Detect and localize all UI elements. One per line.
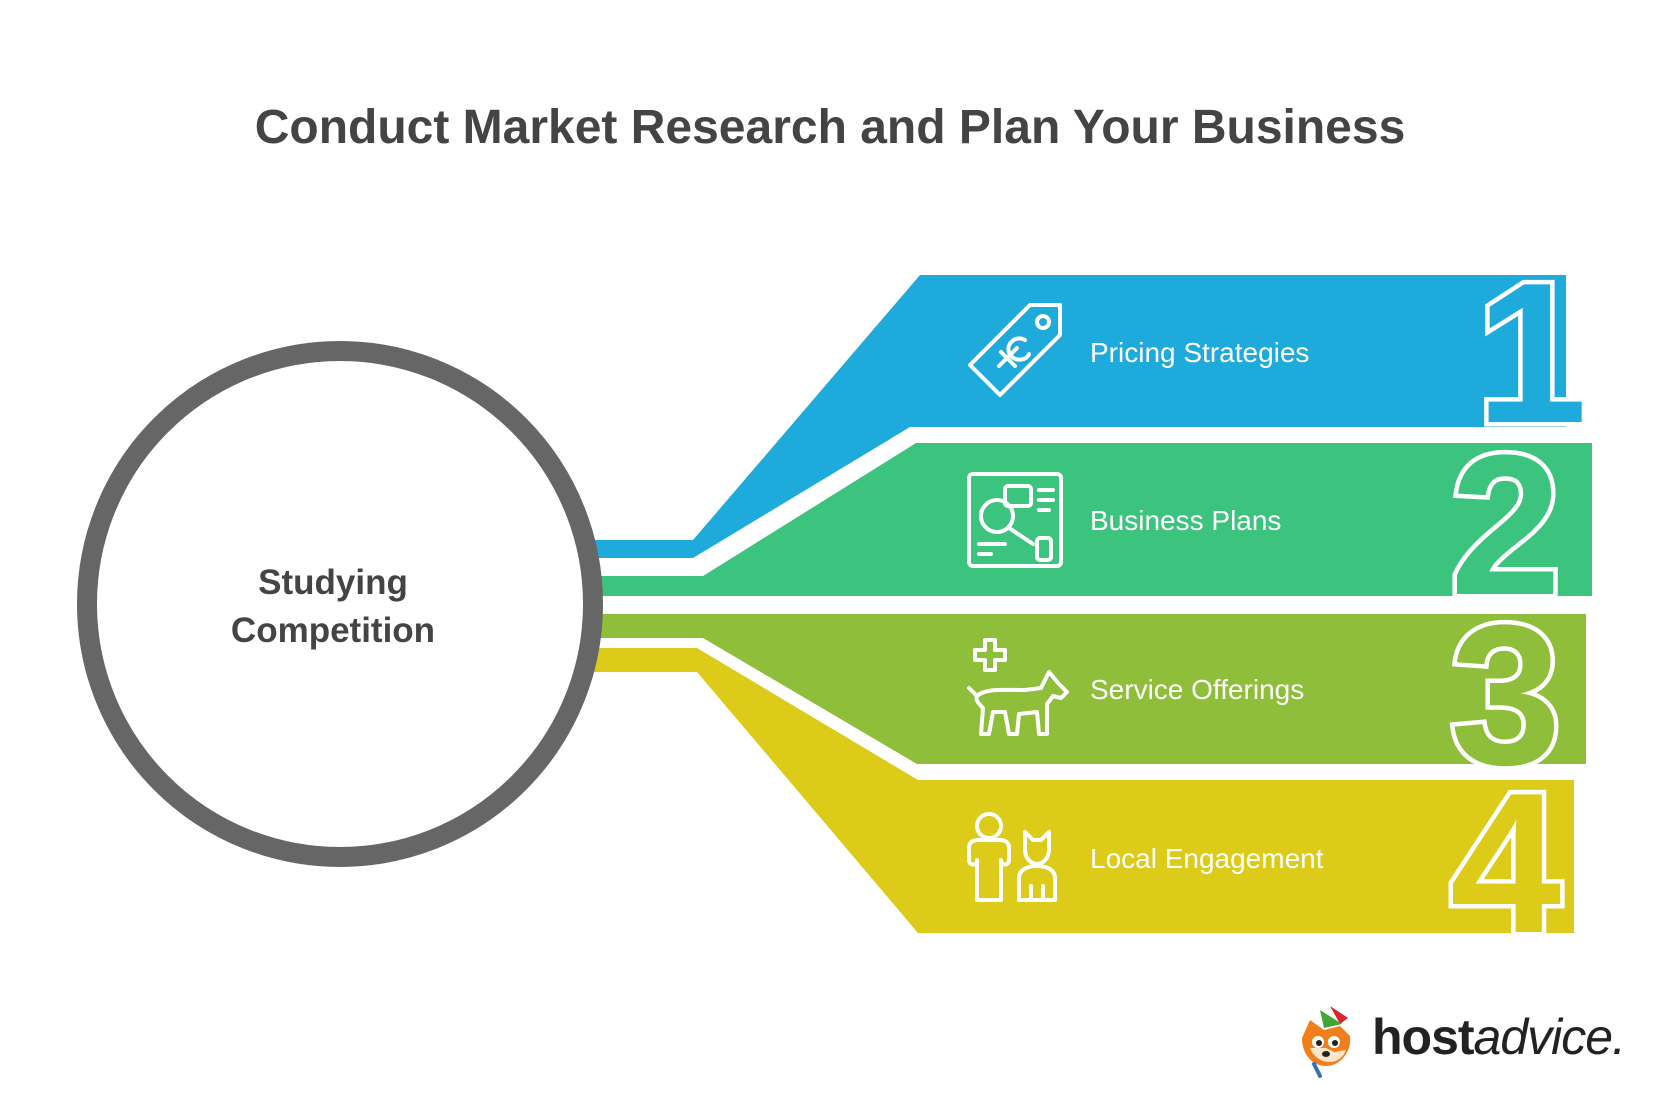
band-shape (576, 275, 1566, 558)
step-number: 1 (1476, 242, 1587, 465)
hub-label-line1: Studying (258, 563, 408, 602)
step-label: Service Offerings (1090, 674, 1304, 705)
step-label: Business Plans (1090, 505, 1281, 536)
band-shape (580, 614, 1586, 764)
person-with-pet-icon (967, 812, 1057, 902)
band-shape (582, 443, 1592, 596)
step-number: 4 (1450, 752, 1561, 975)
hub-label-line2: Competition (231, 611, 435, 650)
step-band-3: Service Offerings 3 (580, 580, 1586, 812)
business-plan-icon (967, 472, 1063, 568)
hub: Studying Competition (77, 341, 603, 867)
step-label: Local Engagement (1090, 843, 1324, 874)
step-band-1: Pricing Strategies 1 (576, 238, 1592, 558)
step-band-2: Business Plans 2 (582, 410, 1592, 642)
pet-care-icon (967, 638, 1069, 736)
band-shape (573, 648, 1574, 933)
hostadvice-logo: hostadvice. (1290, 1000, 1640, 1080)
step-band-4: Local Engagement 4 (573, 648, 1574, 980)
fox-mascot-icon (1302, 1006, 1351, 1078)
logo-word-light: advice. (1473, 1009, 1626, 1065)
logo-word-bold: host (1372, 1009, 1475, 1065)
step-label: Pricing Strategies (1090, 337, 1309, 368)
step-number: 2 (1450, 414, 1561, 637)
step-number: 3 (1450, 584, 1561, 807)
price-tag-icon (968, 303, 1062, 397)
hub-ring (77, 341, 603, 867)
hostadvice-wordmark: hostadvice. (1372, 1008, 1626, 1066)
page-title: Conduct Market Research and Plan Your Bu… (254, 101, 1406, 154)
